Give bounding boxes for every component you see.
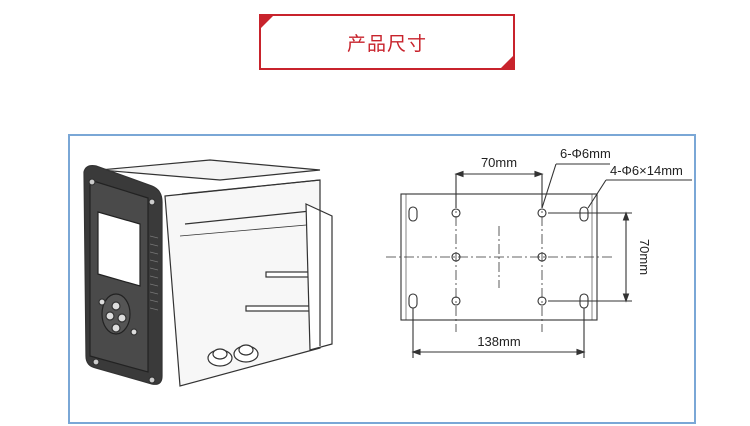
dimension-label-right: 70mm xyxy=(637,239,652,275)
title-corner-decoration xyxy=(499,54,515,70)
dimension-drawing: 70mm 6-Φ6mm 4-Φ6×14mm 70mm 138mm xyxy=(83,146,692,387)
dimension-label-round-holes: 6-Φ6mm xyxy=(560,146,611,161)
dimension-label-top: 70mm xyxy=(481,155,517,170)
device-illustration xyxy=(83,159,333,387)
section-title-box: 产品尺寸 xyxy=(259,14,515,70)
mounting-plate-drawing xyxy=(386,163,692,358)
dimension-label-bottom: 138mm xyxy=(477,334,520,349)
section-title: 产品尺寸 xyxy=(346,33,427,55)
dimension-label-slot-holes: 4-Φ6×14mm xyxy=(610,163,683,178)
slot-hole xyxy=(408,206,589,309)
dimension-panel: 70mm 6-Φ6mm 4-Φ6×14mm 70mm 138mm xyxy=(68,134,696,424)
title-corner-decoration xyxy=(259,14,275,30)
round-hole xyxy=(451,208,547,306)
